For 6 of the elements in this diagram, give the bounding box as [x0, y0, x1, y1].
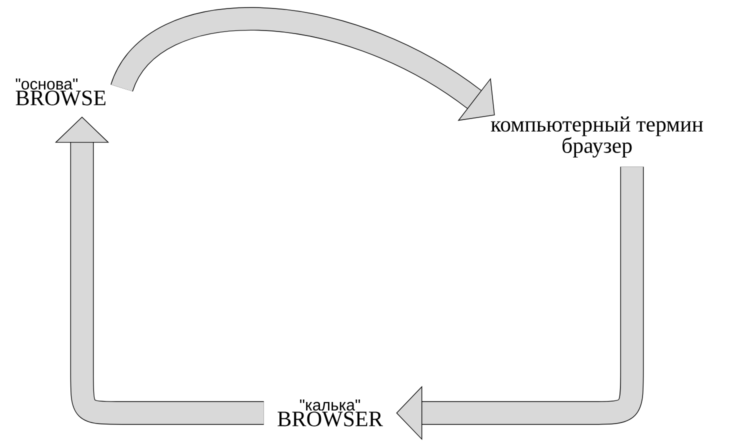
block-arrow — [111, 7, 495, 121]
text-label: "калька" BROWSER — [278, 400, 383, 426]
text-label: компьютерный термин браузер — [490, 116, 703, 158]
text-label: "основа" BROWSE — [16, 78, 106, 106]
block-arrow — [54, 116, 264, 425]
block-arrow — [396, 166, 644, 440]
